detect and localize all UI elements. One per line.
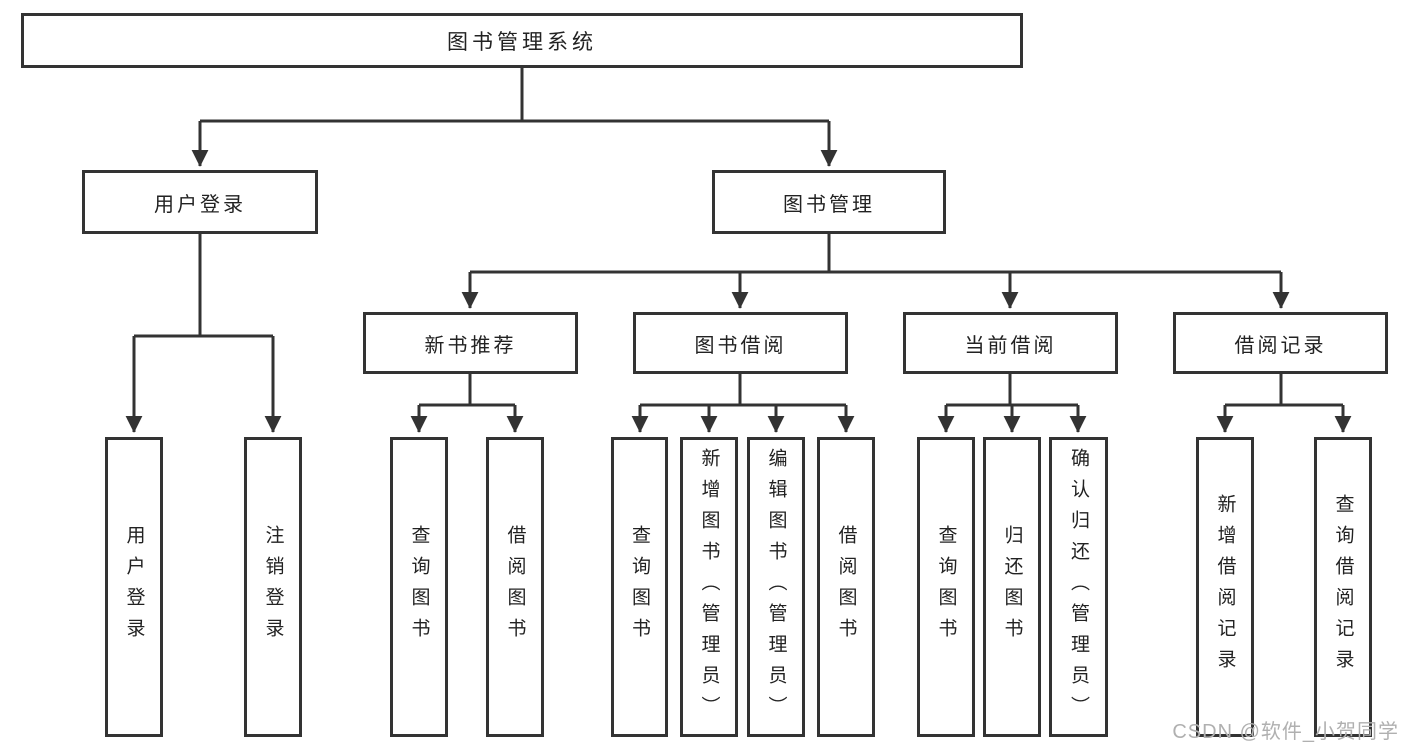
node-current-borrow-label: 当前借阅 <box>964 334 1057 357</box>
leaf-user-login: 用户登录 <box>105 437 163 737</box>
leaf-borrow-borrow-books: 借阅图书 <box>817 437 875 737</box>
node-new-book-recommend: 新书推荐 <box>363 312 578 374</box>
node-new-book-recommend-label: 新书推荐 <box>424 334 517 357</box>
node-book-borrow: 图书借阅 <box>633 312 848 374</box>
node-root-label: 图书管理系统 <box>447 30 597 54</box>
node-book-management-label: 图书管理 <box>783 193 875 216</box>
leaf-borrow-query-books-label: 查询图书 <box>629 525 650 649</box>
leaf-records-add-record: 新增借阅记录 <box>1196 437 1254 737</box>
node-user-login: 用户登录 <box>82 170 318 234</box>
leaf-current-return-books-label: 归还图书 <box>1001 525 1023 649</box>
leaf-recommend-query-books: 查询图书 <box>390 437 448 737</box>
leaf-records-query-record-label: 查询借阅记录 <box>1332 494 1354 680</box>
watermark: CSDN @软件_小贺同学 <box>1172 721 1399 743</box>
leaf-borrow-edit-books-admin: 编辑图书（管理员） <box>747 437 805 737</box>
leaf-records-query-record: 查询借阅记录 <box>1314 437 1372 737</box>
leaf-borrow-borrow-books-label: 借阅图书 <box>835 525 857 649</box>
leaf-recommend-borrow-books-label: 借阅图书 <box>504 525 526 649</box>
leaf-borrow-add-books-admin: 新增图书（管理员） <box>680 437 738 737</box>
leaf-logout: 注销登录 <box>244 437 302 737</box>
node-borrow-records-label: 借阅记录 <box>1234 334 1327 357</box>
leaf-recommend-query-books-label: 查询图书 <box>408 525 430 649</box>
leaf-records-add-record-label: 新增借阅记录 <box>1214 494 1236 680</box>
node-book-borrow-label: 图书借阅 <box>694 334 787 357</box>
node-current-borrow: 当前借阅 <box>903 312 1118 374</box>
leaf-borrow-edit-books-admin-label: 编辑图书（管理员） <box>765 447 787 727</box>
node-root-library-system: 图书管理系统 <box>21 13 1023 68</box>
leaf-current-confirm-return-admin-label: 确认归还（管理员） <box>1068 447 1089 727</box>
leaf-user-login-label: 用户登录 <box>123 525 145 649</box>
node-borrow-records: 借阅记录 <box>1173 312 1388 374</box>
leaf-borrow-add-books-admin-label: 新增图书（管理员） <box>698 447 720 727</box>
leaf-current-confirm-return-admin: 确认归还（管理员） <box>1049 437 1108 737</box>
leaf-current-return-books: 归还图书 <box>983 437 1041 737</box>
leaf-recommend-borrow-books: 借阅图书 <box>486 437 544 737</box>
leaf-logout-label: 注销登录 <box>262 525 284 649</box>
leaf-current-query-books-label: 查询图书 <box>935 525 957 649</box>
leaf-borrow-query-books: 查询图书 <box>611 437 668 737</box>
leaf-current-query-books: 查询图书 <box>917 437 975 737</box>
node-user-login-label: 用户登录 <box>154 193 246 216</box>
node-book-management: 图书管理 <box>712 170 946 234</box>
